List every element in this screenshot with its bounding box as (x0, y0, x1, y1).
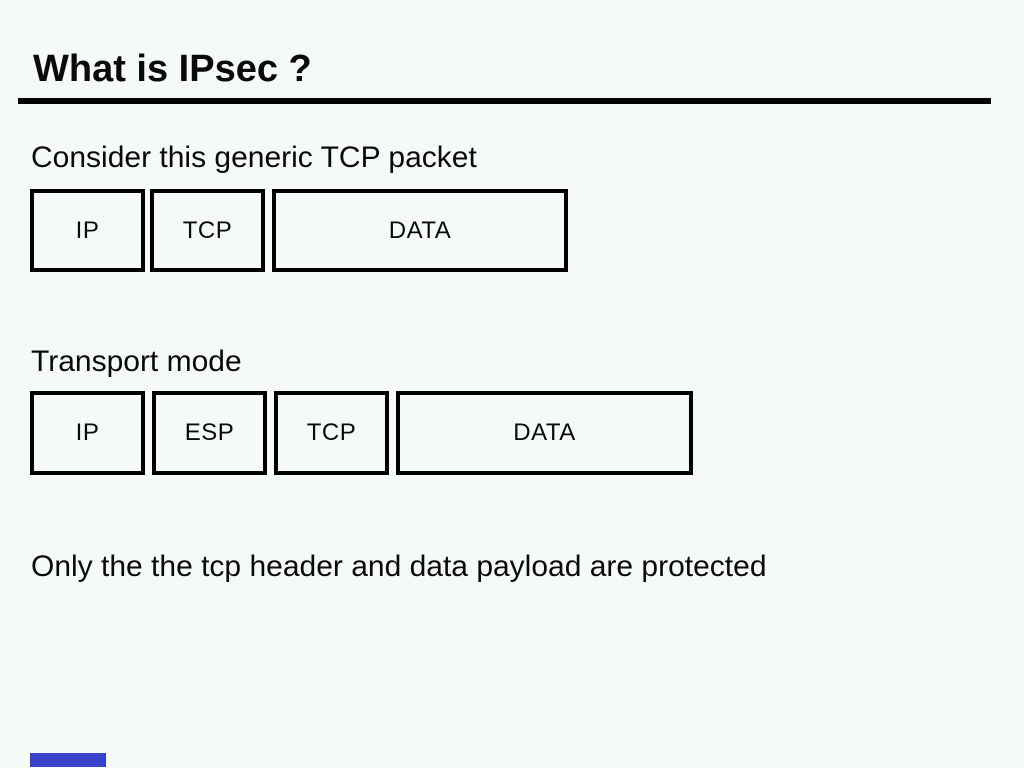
packet-segment-data: DATA (396, 391, 693, 475)
packet-segment-label: ESP (184, 419, 235, 446)
packet-segment-tcp: TCP (274, 391, 389, 475)
packet-segment-label: TCP (306, 419, 357, 446)
packet-segment-esp: ESP (152, 391, 267, 475)
packet-segment-label: IP (75, 216, 100, 244)
slide-nav-marker[interactable] (30, 753, 106, 767)
caption-generic-tcp-packet: Consider this generic TCP packet (31, 141, 477, 174)
packet-segment-data: DATA (272, 189, 568, 272)
packet-segment-label: TCP (182, 216, 233, 244)
caption-protection-note: Only the the tcp header and data payload… (31, 550, 767, 583)
packet-segment-ip: IP (30, 189, 145, 272)
packet-segment-label: IP (75, 419, 100, 446)
packet-diagram-transport-mode: IP ESP TCP DATA (0, 391, 1024, 475)
caption-transport-mode: Transport mode (31, 345, 242, 378)
packet-segment-tcp: TCP (150, 189, 265, 272)
packet-segment-label: DATA (388, 216, 452, 244)
title-underline-rule (18, 98, 991, 104)
packet-segment-ip: IP (30, 391, 145, 475)
page-title: What is IPsec ? (33, 48, 312, 90)
packet-segment-label: DATA (513, 419, 576, 446)
packet-diagram-generic-tcp: IP TCP DATA (0, 189, 1024, 272)
